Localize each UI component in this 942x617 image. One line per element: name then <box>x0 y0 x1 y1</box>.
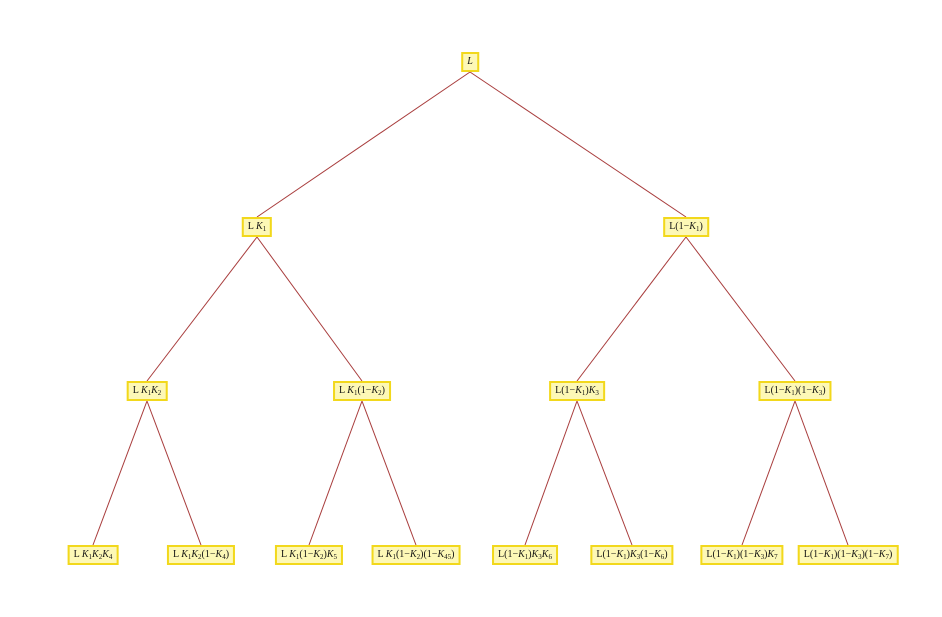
edge-n0-n2 <box>469 71 687 218</box>
edge-n0-n1 <box>256 71 471 218</box>
edge-n5-n11 <box>524 400 578 546</box>
edge-n1-n4 <box>256 236 363 382</box>
tree-node-n3: L K1K2 <box>126 381 168 401</box>
edge-n5-n12 <box>576 400 633 546</box>
edge-n2-n6 <box>685 236 796 382</box>
edge-n3-n7 <box>92 400 148 546</box>
tree-node-n9: L K1(1−K2)K5 <box>274 545 344 565</box>
tree-node-n14: L(1−K1)(1−K3)(1−K7) <box>797 545 899 565</box>
tree-node-n7: L K1K2K4 <box>67 545 119 565</box>
edge-n6-n14 <box>794 400 849 546</box>
tree-node-n2: L(1−K1) <box>663 217 709 237</box>
tree-node-n8: L K1K2(1−K4) <box>166 545 236 565</box>
edge-n1-n3 <box>146 236 258 382</box>
tree-node-n13: L(1−K1)(1−K3)K7 <box>700 545 784 565</box>
tree-node-n0: L <box>461 52 479 72</box>
tree-node-n11: L(1−K1)K3K6 <box>492 545 558 565</box>
tree-node-n4: L K1(1−K2) <box>333 381 391 401</box>
tree-node-n5: L(1−K1)K3 <box>549 381 605 401</box>
edge-n2-n5 <box>576 236 687 382</box>
tree-node-n10: L K1(1−K2)(1−K45) <box>371 545 461 565</box>
edge-n6-n13 <box>741 400 796 546</box>
tree-node-n12: L(1−K1)K3(1−K6) <box>590 545 674 565</box>
tree-node-n1: L K1 <box>241 217 273 237</box>
tree-node-n6: L(1−K1)(1−K3) <box>758 381 832 401</box>
edge-n4-n10 <box>361 400 417 546</box>
edge-n3-n8 <box>146 400 202 546</box>
edge-n4-n9 <box>308 400 363 546</box>
